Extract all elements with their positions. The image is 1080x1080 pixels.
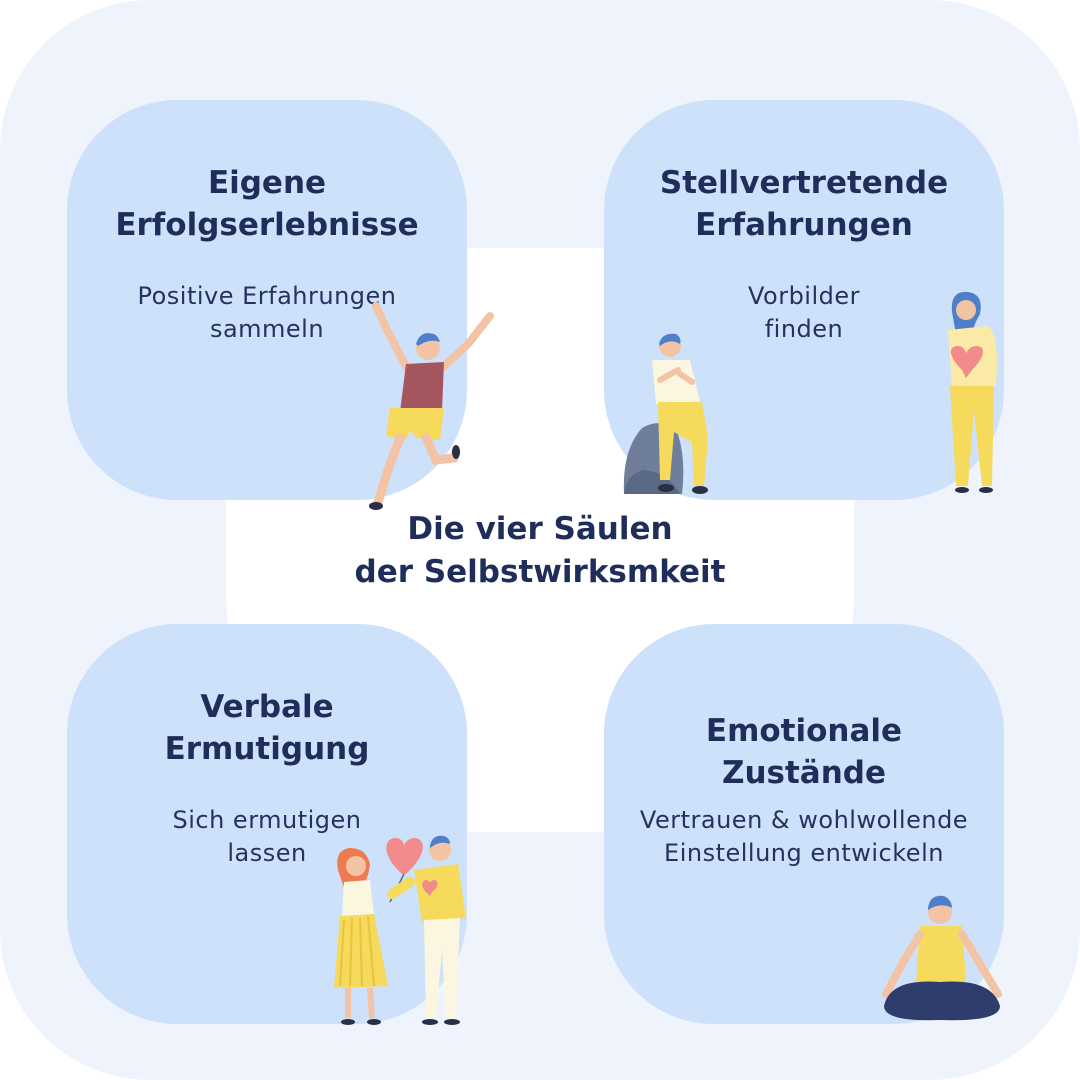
subtitle-line: Sich ermutigen xyxy=(172,806,362,834)
subtitle-line: Einstellung entwickeln xyxy=(664,839,944,867)
pillar-subtitle: Vertrauen & wohlwollende Einstellung ent… xyxy=(604,804,1004,870)
pillar-title: Verbale Ermutigung xyxy=(67,686,467,770)
center-title-line: der Selbstwirksmkeit xyxy=(354,554,726,590)
jumping-person-illustration xyxy=(369,302,494,510)
pillar-title: Emotionale Zustände xyxy=(604,710,1004,794)
title-line: Verbale xyxy=(200,689,334,725)
pillar-subtitle: Sich ermutigen lassen xyxy=(67,804,467,870)
subtitle-line: Positive Erfahrungen xyxy=(137,282,397,310)
pillar-card-verbal-encouragement: Verbale Ermutigung Sich ermutigen lassen xyxy=(67,624,467,1024)
couple-with-heart-balloon-illustration xyxy=(334,835,466,1025)
woman-with-heart-illustration xyxy=(948,291,997,493)
title-line: Eigene xyxy=(207,165,327,201)
pillar-title: Stellvertretende Erfahrungen xyxy=(604,162,1004,246)
subtitle-line: Vorbilder xyxy=(747,282,861,310)
meditating-person-illustration xyxy=(882,895,1002,1021)
center-title-line: Die vier Säulen xyxy=(407,511,673,547)
person-on-rock-illustration xyxy=(623,333,708,494)
title-line: Stellvertretende xyxy=(659,165,949,201)
pillar-subtitle: Positive Erfahrungen sammeln xyxy=(67,280,467,346)
subtitle-line: lassen xyxy=(227,839,307,867)
subtitle-line: sammeln xyxy=(209,315,325,343)
title-line: Erfolgserlebnisse xyxy=(115,207,419,243)
title-line: Zustände xyxy=(721,755,887,791)
title-line: Emotionale xyxy=(705,713,903,749)
title-line: Ermutigung xyxy=(164,731,370,767)
subtitle-line: Vertrauen & wohlwollende xyxy=(639,806,969,834)
title-line: Erfahrungen xyxy=(695,207,913,243)
pillar-subtitle: Vorbilder finden xyxy=(604,280,1004,346)
center-title: Die vier Säulen der Selbstwirksmkeit xyxy=(0,508,1080,594)
pillar-title: Eigene Erfolgserlebnisse xyxy=(67,162,467,246)
subtitle-line: finden xyxy=(764,315,844,343)
